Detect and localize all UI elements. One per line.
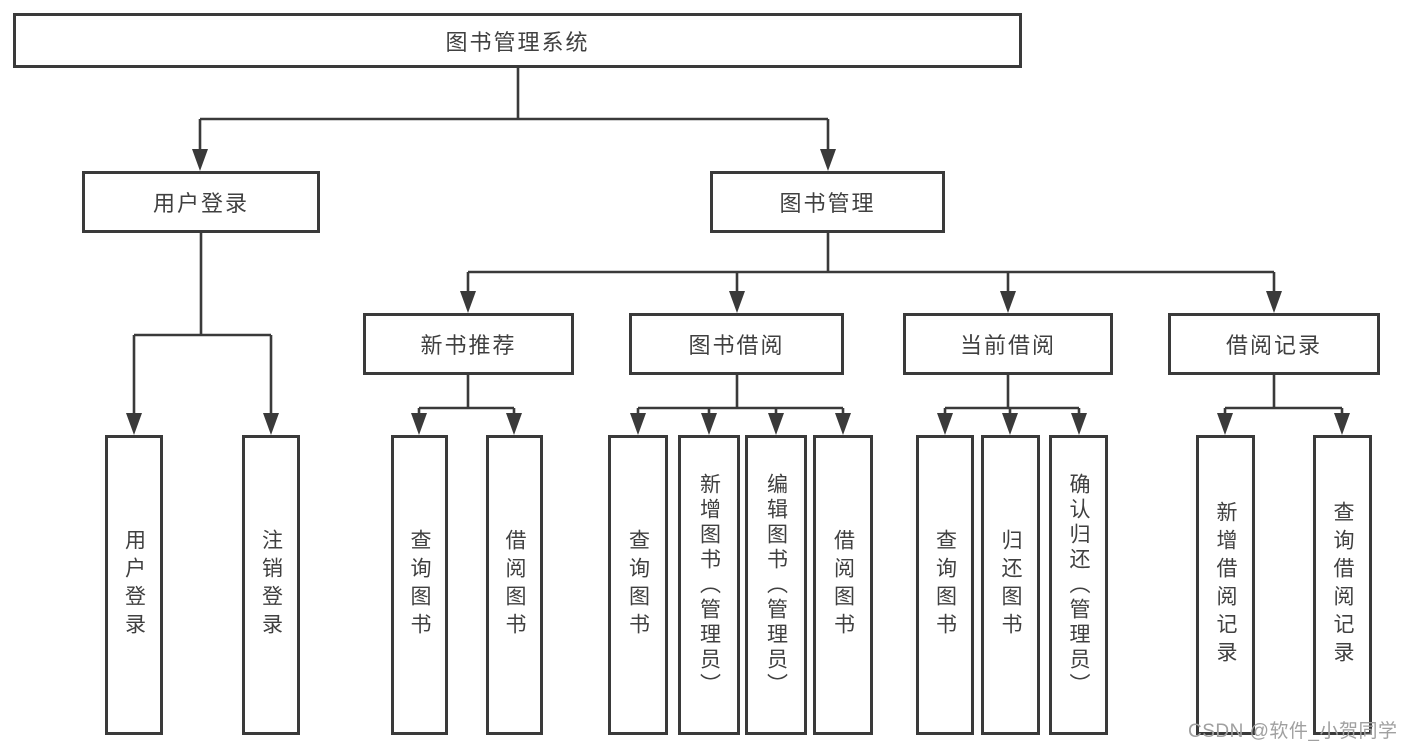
node-library-management-system: 图书管理系统 [13, 13, 1022, 68]
leaf-label: 查询图书 [626, 529, 650, 641]
leaf-user-login: 用户登录 [105, 435, 163, 735]
arrowheads [126, 149, 1350, 435]
leaf-query-books-borrow: 查询图书 [608, 435, 668, 735]
leaf-query-borrow-record: 查询借阅记录 [1313, 435, 1372, 735]
node-new-book-recommendation: 新书推荐 [363, 313, 574, 375]
leaf-label: 查询图书 [933, 529, 957, 641]
node-book-management: 图书管理 [710, 171, 945, 233]
node-current-borrowing: 当前借阅 [903, 313, 1113, 375]
leaf-return-books: 归还图书 [981, 435, 1040, 735]
leaf-label: 用户登录 [122, 529, 146, 641]
leaf-label: 新增图书（管理员） [697, 472, 721, 698]
leaf-label: 借阅图书 [503, 529, 526, 641]
leaf-edit-books-admin: 编辑图书（管理员） [745, 435, 807, 735]
leaf-add-books-admin: 新增图书（管理员） [678, 435, 740, 735]
node-borrowing-records: 借阅记录 [1168, 313, 1380, 375]
connector-segments [132, 68, 1344, 416]
leaf-confirm-return-admin: 确认归还（管理员） [1049, 435, 1108, 735]
leaf-query-books-current: 查询图书 [916, 435, 974, 735]
leaf-label: 归还图书 [999, 529, 1022, 641]
node-book-borrowing: 图书借阅 [629, 313, 844, 375]
leaf-borrow-books-recommend: 借阅图书 [486, 435, 543, 735]
leaf-logout: 注销登录 [242, 435, 300, 735]
leaf-add-borrow-record: 新增借阅记录 [1196, 435, 1255, 735]
leaf-label: 确认归还（管理员） [1067, 472, 1090, 698]
leaf-label: 新增借阅记录 [1214, 501, 1237, 669]
leaf-borrow-books: 借阅图书 [813, 435, 873, 735]
csdn-watermark: CSDN @软件_小贺同学 [1188, 721, 1398, 742]
leaf-label: 查询借阅记录 [1331, 501, 1354, 669]
leaf-label: 借阅图书 [831, 529, 855, 641]
leaf-label: 查询图书 [408, 529, 431, 641]
leaf-query-books-recommend: 查询图书 [391, 435, 448, 735]
leaf-label: 编辑图书（管理员） [764, 472, 788, 698]
leaf-label: 注销登录 [259, 529, 283, 641]
node-user-login: 用户登录 [82, 171, 320, 233]
